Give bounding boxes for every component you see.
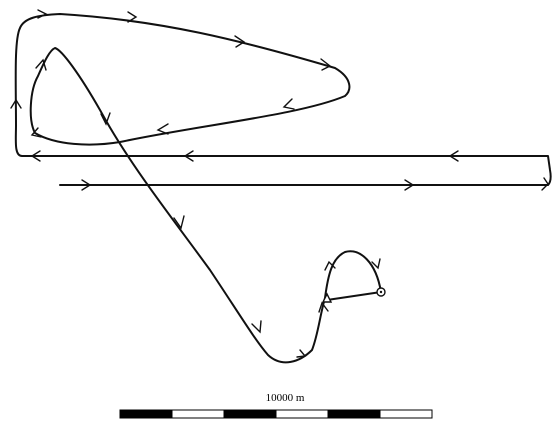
end-marker-dot <box>379 290 383 294</box>
arrow-icon <box>173 215 185 230</box>
arrow-icon <box>371 258 381 270</box>
flight-track <box>14 13 552 364</box>
arrow-icon <box>541 177 549 191</box>
scale-bar-segment <box>171 409 225 419</box>
arrow-icon <box>156 123 169 135</box>
arrow-icon <box>318 301 329 313</box>
arrow-icon <box>296 349 307 358</box>
arrow-icon <box>320 58 332 71</box>
arrow-icon <box>10 98 22 109</box>
arrow-icon <box>234 35 246 48</box>
scale-bar <box>119 409 433 419</box>
arrow-icon <box>251 320 262 334</box>
arrow-icon <box>324 260 336 271</box>
scale-bar-segment <box>119 409 173 419</box>
start-marker-icon <box>321 292 333 303</box>
scale-bar-segment <box>327 409 381 419</box>
arrow-icon <box>127 11 138 23</box>
arrow-icon <box>448 150 459 162</box>
scale-bar-segment <box>223 409 277 419</box>
scale-bar-segment <box>379 409 433 419</box>
arrow-icon <box>100 112 111 126</box>
arrow-icon <box>37 9 48 19</box>
arrow-icon <box>30 127 42 138</box>
arrow-icon <box>404 179 415 191</box>
arrow-icon <box>35 58 47 71</box>
arrow-icon <box>183 150 194 162</box>
scale-bar-label: 10000 m <box>265 392 305 404</box>
arrow-icon <box>282 98 295 110</box>
arrow-icon <box>81 179 92 191</box>
direction-arrows <box>10 9 549 358</box>
scale-bar-segment <box>275 409 329 419</box>
arrow-icon <box>30 150 41 162</box>
